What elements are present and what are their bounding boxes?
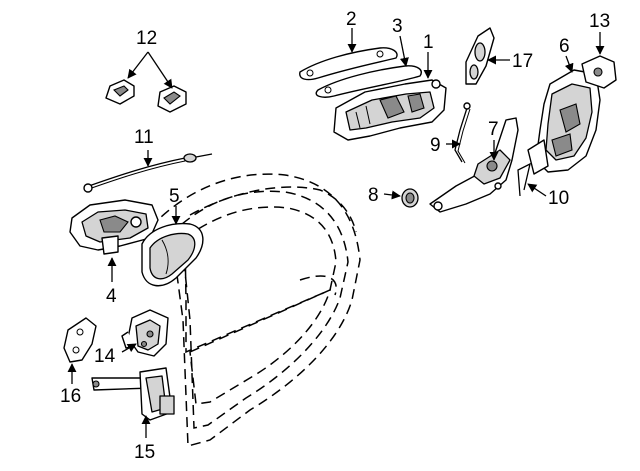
callout-16: 16	[60, 386, 81, 407]
callout-13: 13	[589, 11, 610, 32]
part-15-door-check	[91, 367, 175, 421]
callout-5: 5	[169, 186, 180, 207]
callout-7: 7	[488, 119, 499, 140]
callout-12: 12	[136, 28, 157, 49]
part-8-grommet	[401, 188, 419, 208]
part-10-link-rod	[517, 162, 531, 197]
callout-11: 11	[134, 127, 154, 148]
callout-17: 17	[512, 51, 533, 72]
callout-14: 14	[94, 346, 116, 367]
callout-10: 10	[548, 188, 569, 209]
part-16-reinforcement	[63, 317, 97, 363]
part-9-rod	[454, 102, 471, 164]
part-14-hinge	[121, 309, 169, 357]
leader-lines	[67, 28, 605, 438]
part-1-outside-handle	[333, 79, 447, 141]
callout-labels: 12 11 4 5 2 3 1 17 6 13 9 7 8 10 14 16 1…	[60, 9, 610, 463]
callout-15: 15	[134, 442, 155, 463]
part-7-lever	[429, 117, 519, 213]
callout-2: 2	[346, 9, 357, 30]
part-11-cable	[83, 153, 213, 193]
part-17-cylinder-bezel	[465, 27, 495, 85]
part-13-bracket	[581, 55, 617, 89]
part-3-handle	[315, 65, 422, 98]
door-outline	[149, 173, 361, 447]
part-2-handle-cover	[299, 47, 398, 81]
callout-4: 4	[106, 286, 117, 307]
callout-6: 6	[559, 36, 570, 57]
part-6-latch	[527, 69, 601, 175]
part-5-bezel	[141, 222, 204, 287]
part-12-clips	[105, 79, 187, 113]
callout-3: 3	[392, 16, 403, 37]
callout-1: 1	[423, 32, 434, 53]
callout-8: 8	[368, 185, 379, 206]
callout-9: 9	[430, 135, 441, 156]
